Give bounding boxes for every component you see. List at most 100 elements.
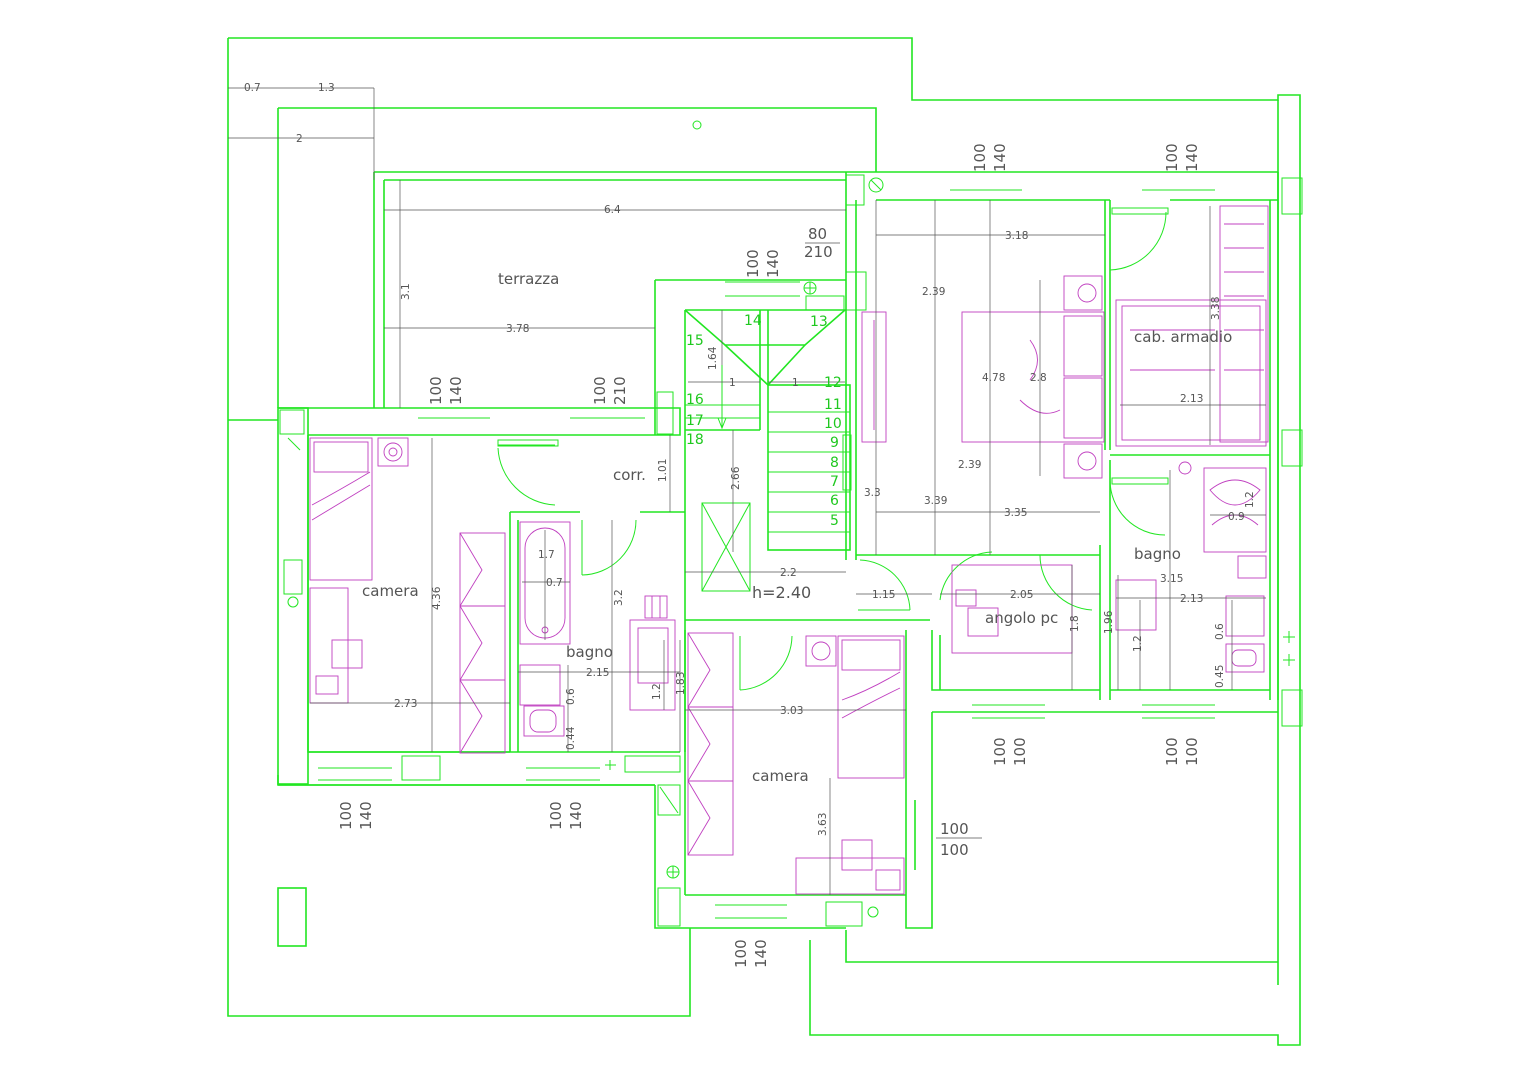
svg-text:2.13: 2.13 <box>1180 393 1203 405</box>
svg-text:140: 140 <box>1183 143 1201 172</box>
svg-text:1.15: 1.15 <box>872 589 895 601</box>
svg-text:100: 100 <box>1011 737 1029 766</box>
room-label-cab-armadio: cab. armadio <box>1134 328 1232 346</box>
stair-step-18: 18 <box>686 432 704 448</box>
svg-text:100: 100 <box>991 737 1009 766</box>
opening-top-left-door: 80 210 <box>804 225 840 261</box>
stair-step-11: 11 <box>824 397 842 413</box>
roof-outline <box>227 37 1301 1046</box>
svg-text:2.15: 2.15 <box>586 667 609 679</box>
stair-step-8: 8 <box>830 455 839 471</box>
svg-text:0.6: 0.6 <box>1214 623 1226 640</box>
opening-stair-window: 100 140 <box>744 249 782 278</box>
svg-text:0.7: 0.7 <box>546 577 563 589</box>
svg-text:0.7: 0.7 <box>244 82 261 94</box>
svg-text:1.01: 1.01 <box>657 459 669 482</box>
svg-text:6.4: 6.4 <box>604 204 621 216</box>
svg-text:100: 100 <box>1183 737 1201 766</box>
opening-side-window: 100 100 <box>936 820 982 859</box>
stair-step-9: 9 <box>830 435 839 451</box>
stair-step-7: 7 <box>830 474 839 490</box>
svg-text:2.8: 2.8 <box>1030 372 1047 384</box>
stair-step-6: 6 <box>830 493 839 509</box>
svg-text:1.83: 1.83 <box>675 672 687 695</box>
svg-text:1.64: 1.64 <box>707 346 719 370</box>
svg-text:100: 100 <box>547 801 565 830</box>
svg-text:3.38: 3.38 <box>1210 297 1222 320</box>
room-label-terrazza: terrazza <box>498 270 559 288</box>
svg-text:0.9: 0.9 <box>1228 511 1245 523</box>
room-label-corr: corr. <box>613 466 646 484</box>
stair-step-10: 10 <box>824 416 842 432</box>
opening-bottom-window: 100 140 <box>732 939 770 968</box>
terrace <box>373 171 846 408</box>
opening-terrace-door: 100 210 <box>591 376 629 405</box>
svg-text:100: 100 <box>427 376 445 405</box>
svg-text:100: 100 <box>940 841 969 859</box>
opening-labels: 80 210 100 140 100 140 100 140 100 140 1… <box>337 143 1201 968</box>
svg-text:2.39: 2.39 <box>922 286 945 298</box>
height-note: h=2.40 <box>752 583 811 602</box>
svg-text:3.35: 3.35 <box>1004 507 1027 519</box>
walls <box>277 171 1279 929</box>
svg-text:1.2: 1.2 <box>1244 491 1256 508</box>
svg-text:100: 100 <box>591 376 609 405</box>
svg-text:3.03: 3.03 <box>780 705 803 717</box>
svg-text:100: 100 <box>337 801 355 830</box>
stair-step-17: 17 <box>686 413 704 429</box>
svg-text:3.2: 3.2 <box>613 589 625 606</box>
svg-text:2: 2 <box>296 133 303 145</box>
svg-text:3.78: 3.78 <box>506 323 529 335</box>
svg-text:0.45: 0.45 <box>1214 665 1226 688</box>
stair-step-16: 16 <box>686 392 704 408</box>
svg-text:100: 100 <box>1163 143 1181 172</box>
dimension-texts: 0.7 1.3 2 6.4 3.1 3.78 3.18 2.39 4.78 2.… <box>244 82 1256 836</box>
stair-step-5: 5 <box>830 513 839 529</box>
svg-text:140: 140 <box>447 376 465 405</box>
svg-text:2.73: 2.73 <box>394 698 417 710</box>
svg-text:0.44: 0.44 <box>565 726 577 750</box>
opening-left-bottom-window-1: 100 140 <box>337 801 375 830</box>
stair-step-14: 14 <box>744 313 762 329</box>
svg-text:1.96: 1.96 <box>1103 610 1115 634</box>
opening-master-window-right: 100 140 <box>1163 143 1201 172</box>
svg-text:1.3: 1.3 <box>318 82 335 94</box>
svg-text:210: 210 <box>804 243 833 261</box>
svg-text:3.63: 3.63 <box>817 813 829 836</box>
svg-text:100: 100 <box>971 143 989 172</box>
stair-step-15: 15 <box>686 333 704 349</box>
svg-text:140: 140 <box>567 801 585 830</box>
svg-text:140: 140 <box>357 801 375 830</box>
stair-step-13: 13 <box>810 314 828 330</box>
svg-text:2.13: 2.13 <box>1180 593 1203 605</box>
room-label-bagno-right: bagno <box>1134 545 1181 563</box>
room-labels: terrazza corr. camera bagno camera cab. … <box>362 270 1232 785</box>
svg-text:140: 140 <box>991 143 1009 172</box>
dimension-lines <box>228 87 1266 895</box>
furniture <box>309 205 1269 895</box>
svg-text:1.7: 1.7 <box>538 549 555 561</box>
svg-text:2.2: 2.2 <box>780 567 797 579</box>
stair-step-12: 12 <box>824 375 842 391</box>
svg-text:2.66: 2.66 <box>730 466 742 490</box>
svg-text:140: 140 <box>752 939 770 968</box>
opening-right-window-2: 100 100 <box>1163 737 1201 766</box>
svg-text:3.15: 3.15 <box>1160 573 1183 585</box>
svg-text:2.39: 2.39 <box>958 459 981 471</box>
room-label-camera-left: camera <box>362 582 419 600</box>
svg-text:4.36: 4.36 <box>431 586 443 610</box>
svg-text:80: 80 <box>808 225 827 243</box>
stair-numbers: 5 6 7 8 9 10 11 12 13 14 15 16 17 18 <box>686 313 842 529</box>
svg-text:100: 100 <box>732 939 750 968</box>
svg-text:210: 210 <box>611 376 629 405</box>
windows <box>279 120 1303 927</box>
svg-text:1.2: 1.2 <box>651 683 663 700</box>
svg-text:3.18: 3.18 <box>1005 230 1028 242</box>
opening-master-window-left: 100 140 <box>971 143 1009 172</box>
svg-text:100: 100 <box>744 249 762 278</box>
svg-text:1: 1 <box>729 377 736 389</box>
opening-left-bottom-window-2: 100 140 <box>547 801 585 830</box>
svg-text:1.2: 1.2 <box>1132 635 1144 652</box>
svg-text:4.78: 4.78 <box>982 372 1005 384</box>
